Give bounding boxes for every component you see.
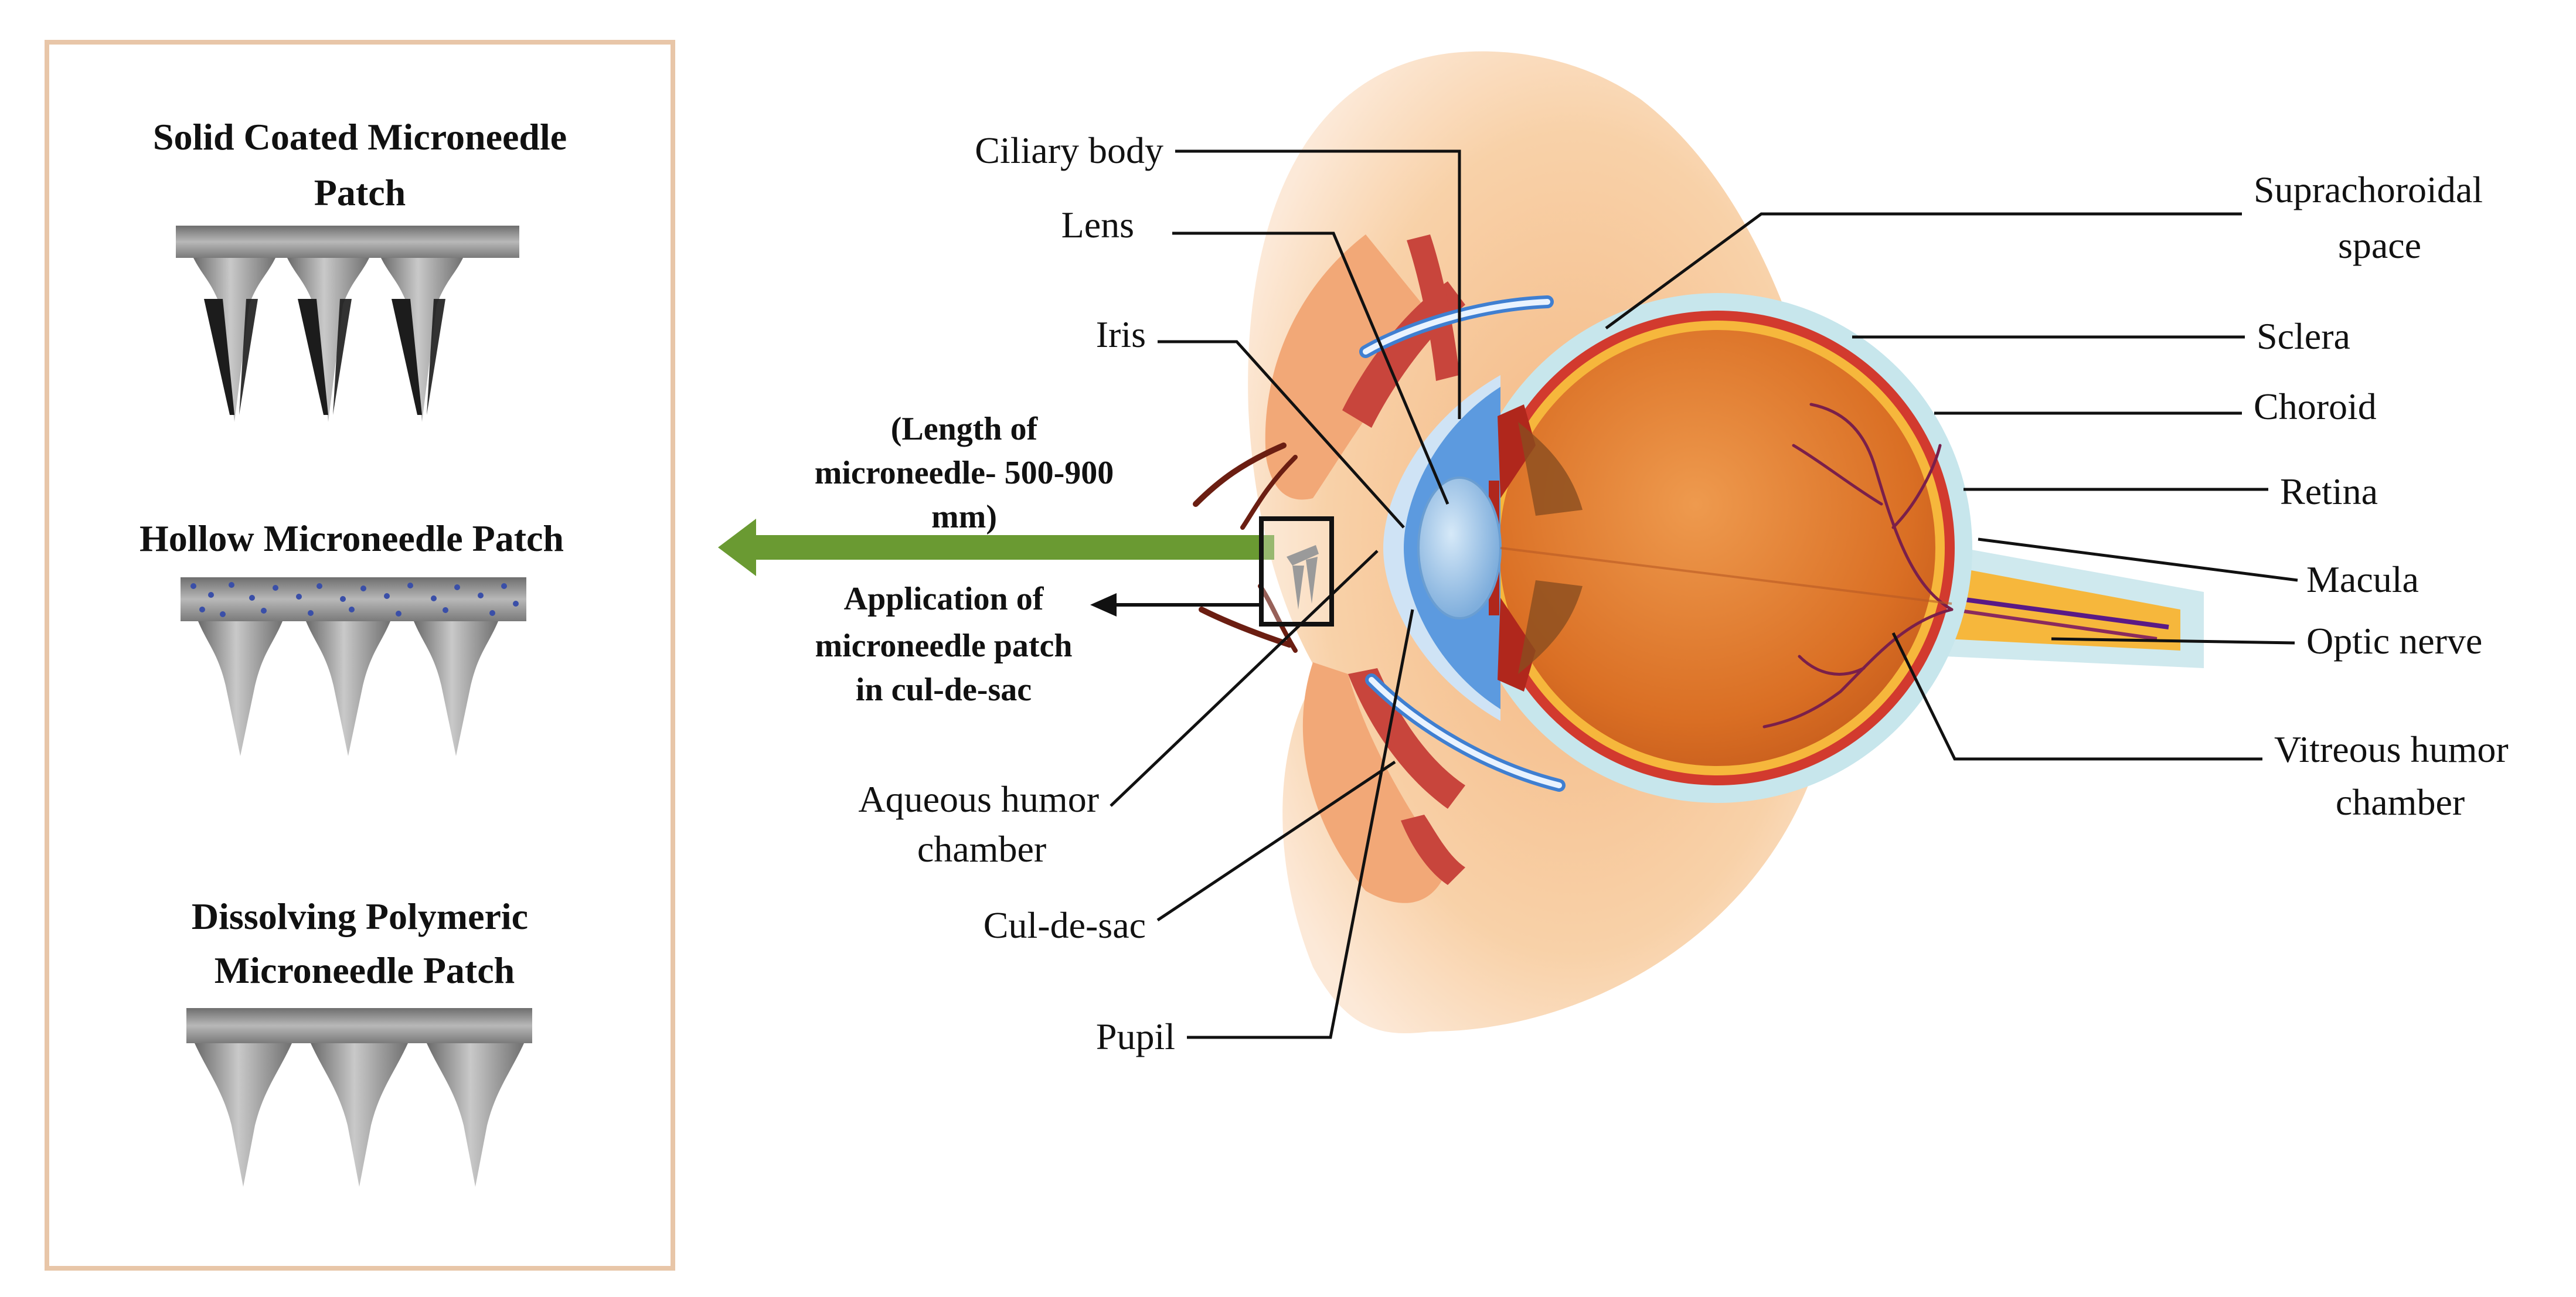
- label-iris: Iris: [1096, 314, 1146, 355]
- label-optic-nerve: Optic nerve: [2306, 620, 2482, 662]
- label-ciliary-body: Ciliary body: [975, 130, 1163, 171]
- leader-lines: [1110, 149, 2298, 1039]
- label-aqueous-2: chamber: [917, 828, 1046, 870]
- label-sclera: Sclera: [2257, 315, 2350, 357]
- label-macula: Macula: [2306, 559, 2419, 600]
- length-arrow: [718, 519, 1274, 576]
- anatomy-labels: Ciliary body Lens Iris Aqueous humor cha…: [858, 130, 2508, 1057]
- leader-iris: [1158, 340, 1405, 529]
- leader-cul-de-sac: [1156, 760, 1396, 922]
- patch-types-panel: [45, 40, 675, 1271]
- length-annotation-3: mm): [931, 499, 997, 535]
- solid-coated-title-2: Patch: [314, 172, 406, 213]
- application-annotation-2: microneedle patch: [815, 628, 1072, 664]
- label-pupil: Pupil: [1096, 1016, 1175, 1057]
- leader-suprachoroidal: [1605, 212, 2242, 330]
- label-retina: Retina: [2280, 471, 2378, 512]
- label-suprachoroidal-1: Suprachoroidal: [2254, 169, 2483, 210]
- hollow-patch-icon: [181, 577, 526, 756]
- leader-pupil: [1187, 609, 1414, 1039]
- label-vitreous-2: chamber: [2336, 781, 2465, 823]
- label-choroid: Choroid: [2254, 386, 2377, 427]
- leader-lens: [1172, 232, 1449, 505]
- eye-anatomy-illustration: [1193, 51, 2204, 1033]
- label-vitreous-1: Vitreous humor: [2274, 729, 2509, 770]
- leader-optic-nerve: [2051, 637, 2295, 645]
- solid-coated-patch-icon: [176, 226, 519, 422]
- application-arrow: [1090, 593, 1263, 617]
- dissolving-title-2: Microneedle Patch: [215, 949, 515, 991]
- length-annotation-1: (Length of: [891, 411, 1039, 447]
- solid-coated-title: Solid Coated Microneedle: [153, 116, 567, 158]
- dissolving-title: Dissolving Polymeric: [192, 896, 528, 937]
- leader-ciliary-body: [1175, 149, 1461, 419]
- label-cul-de-sac: Cul-de-sac: [984, 904, 1146, 946]
- label-aqueous-1: Aqueous humor: [858, 778, 1099, 820]
- leader-vitreous: [1891, 632, 2262, 761]
- length-annotation-2: microneedle- 500-900: [815, 455, 1114, 491]
- label-lens: Lens: [1061, 204, 1134, 246]
- inserted-patch-icon: [1287, 545, 1319, 610]
- leader-aqueous: [1110, 550, 1379, 807]
- application-annotation-1: Application of: [844, 581, 1044, 617]
- dissolving-patch-icon: [186, 1008, 532, 1187]
- label-suprachoroidal-2: space: [2338, 224, 2421, 266]
- hollow-title: Hollow Microneedle Patch: [139, 518, 564, 559]
- application-annotation-3: in cul-de-sac: [856, 672, 1032, 708]
- leader-macula: [1978, 537, 2298, 582]
